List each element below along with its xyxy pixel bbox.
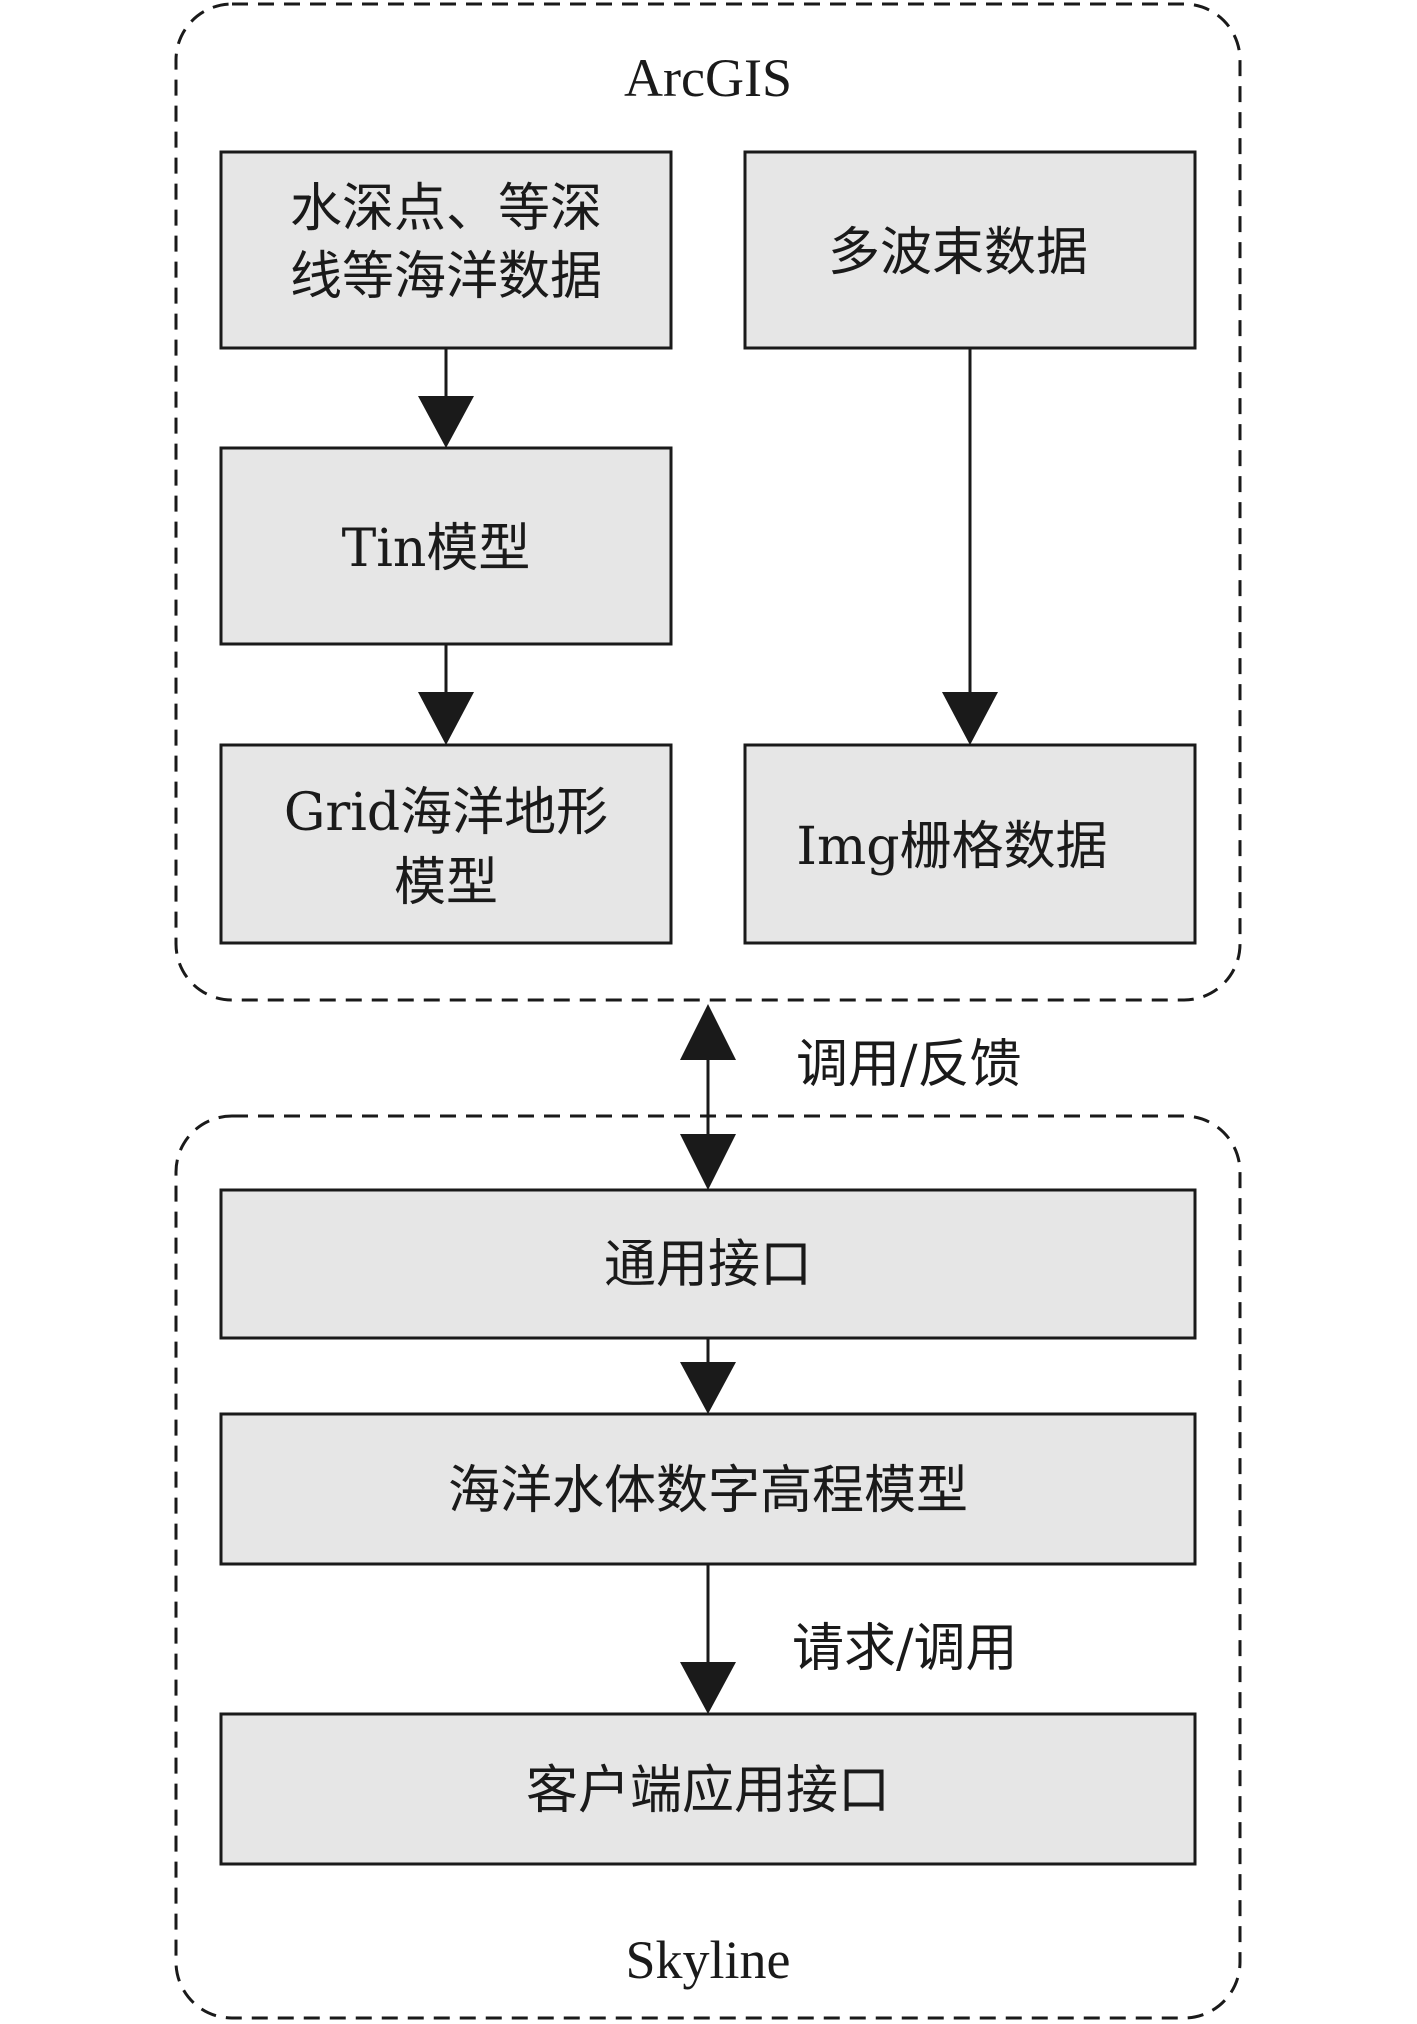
node-grid-line2: 模型 bbox=[394, 853, 498, 913]
arrow-interface-to-dem bbox=[680, 1338, 736, 1414]
node-bathymetry-data: 水深点、等深 线等海洋数据 bbox=[219, 150, 673, 350]
arrow-bathymetry-to-tin bbox=[418, 348, 474, 448]
node-tin-model: Tin模型 bbox=[219, 446, 673, 646]
node-grid-line1: Grid海洋地形 bbox=[284, 783, 608, 843]
node-tin-label: Tin模型 bbox=[342, 519, 531, 579]
arcgis-group-border bbox=[174, 2, 1242, 1002]
node-grid-box bbox=[219, 743, 673, 945]
node-img-label: Img栅格数据 bbox=[796, 817, 1107, 877]
node-bathymetry-box bbox=[219, 150, 673, 350]
skyline-group-title: Skyline bbox=[625, 1930, 790, 1990]
arcgis-group: ArcGIS bbox=[174, 2, 1242, 1002]
node-bathymetry-line1: 水深点、等深 bbox=[290, 179, 602, 239]
node-img-raster: Img栅格数据 bbox=[743, 743, 1197, 945]
arcgis-group-title: ArcGIS bbox=[624, 48, 792, 108]
arrow-multibeam-to-img bbox=[942, 348, 998, 745]
node-bathymetry-line2: 线等海洋数据 bbox=[290, 247, 602, 307]
node-client-api-box bbox=[219, 1712, 1197, 1866]
node-grid-model: Grid海洋地形 模型 bbox=[219, 743, 673, 945]
edge-label-call-feedback: 调用/反馈 bbox=[796, 1035, 1022, 1095]
edge-label-request-call: 请求/调用 bbox=[792, 1619, 1018, 1679]
node-general-interface: 通用接口 bbox=[219, 1188, 1197, 1340]
arrow-call-feedback bbox=[680, 1004, 736, 1190]
node-multibeam-data: 多波束数据 bbox=[743, 150, 1197, 350]
node-client-api-label: 客户端应用接口 bbox=[526, 1761, 890, 1821]
arrow-dem-to-client-api bbox=[680, 1564, 736, 1714]
arrow-tin-to-grid bbox=[418, 644, 474, 745]
node-tin-box bbox=[219, 446, 673, 646]
node-dem: 海洋水体数字高程模型 bbox=[219, 1412, 1197, 1566]
node-dem-label: 海洋水体数字高程模型 bbox=[448, 1461, 968, 1521]
node-client-api: 客户端应用接口 bbox=[219, 1712, 1197, 1866]
node-multibeam-box bbox=[743, 150, 1197, 350]
node-general-interface-label: 通用接口 bbox=[604, 1235, 812, 1295]
node-multibeam-label: 多波束数据 bbox=[828, 223, 1088, 283]
